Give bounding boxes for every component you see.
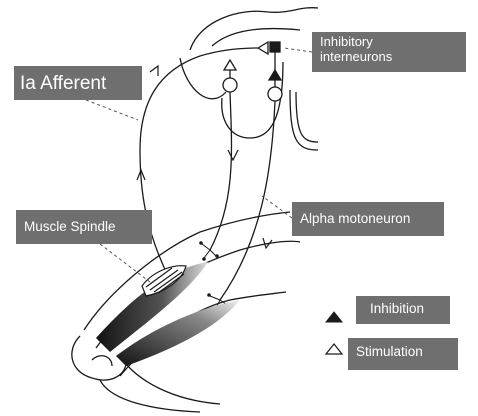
alpha-motoneuron-axons: [210, 92, 275, 300]
stimulation-legend-symbol: [326, 344, 342, 354]
ia-afferent-text: Ia Afferent: [20, 73, 106, 94]
afferent-arrow-mid: [150, 66, 158, 76]
nerve-ending-dots: [199, 241, 229, 311]
efferent-arrow-1: [228, 150, 238, 160]
nerve-endings: [202, 244, 226, 308]
stimulation-legend-label: Stimulation: [348, 338, 458, 370]
inhibitory-interneurons-line2: interneurons: [320, 50, 466, 65]
inhibition-legend-text: Inhibition: [370, 301, 424, 316]
ia-afferent-label: Ia Afferent: [14, 66, 142, 100]
muscle-spindle-label: Muscle Spindle: [16, 210, 152, 244]
spinal-cord: [190, 8, 318, 150]
alpha-motoneuron-label: Alpha motoneuron: [292, 202, 444, 236]
inhibitory-interneurons-label: Inhibitory interneurons: [312, 32, 466, 72]
alpha-motoneuron-text: Alpha motoneuron: [300, 211, 410, 226]
muscle-spindle-text: Muscle Spindle: [24, 219, 116, 234]
ia-afferent-fiber: [140, 48, 258, 280]
interneuron-node: [258, 42, 281, 80]
inhibition-legend-label: Inhibition: [356, 296, 450, 324]
inhibitory-interneurons-line1: Inhibitory: [320, 35, 466, 50]
inhibition-legend-symbol: [326, 312, 342, 322]
stimulation-legend-text: Stimulation: [356, 344, 423, 359]
